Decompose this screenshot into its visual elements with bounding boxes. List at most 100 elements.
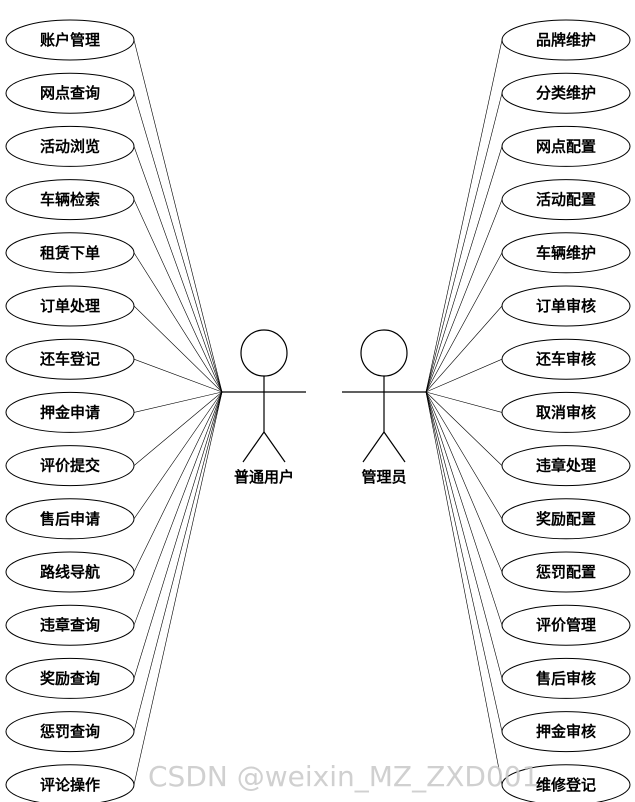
user-use-case-ellipse bbox=[5, 179, 135, 221]
user-use-case-label: 惩罚查询 bbox=[40, 723, 100, 741]
user-use-case-ellipse bbox=[5, 604, 135, 646]
user-use-case: 评价提交 bbox=[5, 445, 135, 487]
admin-association-line bbox=[425, 358, 503, 393]
user-use-case-ellipse bbox=[5, 72, 135, 114]
admin-use-case-label: 维修登记 bbox=[536, 776, 596, 794]
admin-association-line bbox=[425, 391, 503, 573]
admin-use-case: 违章处理 bbox=[501, 445, 631, 487]
admin-use-case-label: 奖励配置 bbox=[536, 510, 596, 528]
admin-association-line bbox=[425, 93, 503, 393]
admin-association-line bbox=[425, 305, 503, 393]
user-use-case: 订单处理 bbox=[5, 285, 135, 327]
admin-association-line bbox=[425, 391, 503, 466]
user-use-case-ellipse bbox=[5, 19, 135, 61]
user-use-case: 车辆检索 bbox=[5, 179, 135, 221]
user-use-case-label: 车辆检索 bbox=[40, 191, 100, 209]
user-use-case: 网点查询 bbox=[5, 72, 135, 114]
user-association-line bbox=[133, 391, 223, 413]
user-use-case-ellipse bbox=[5, 232, 135, 274]
user-use-case-label: 账户管理 bbox=[40, 31, 100, 49]
admin-use-case-label: 车辆维护 bbox=[536, 244, 596, 262]
user-use-case-label: 押金申请 bbox=[40, 403, 100, 421]
user-association-line bbox=[133, 391, 223, 466]
user-association-line bbox=[133, 391, 223, 626]
admin-use-case: 活动配置 bbox=[501, 179, 631, 221]
user-use-case: 路线导航 bbox=[5, 551, 135, 593]
user-association-line bbox=[133, 39, 223, 393]
admin-use-case-ellipse bbox=[501, 179, 631, 221]
user-use-case: 评论操作 bbox=[5, 764, 135, 802]
user-use-case: 活动浏览 bbox=[5, 125, 135, 167]
admin-use-case-ellipse bbox=[501, 551, 631, 593]
user-use-case: 售后申请 bbox=[5, 498, 135, 540]
admin-association-line bbox=[425, 252, 503, 393]
admin-use-case: 品牌维护 bbox=[501, 19, 631, 61]
admin-association-line bbox=[425, 391, 503, 413]
admin-use-case: 维修登记 bbox=[501, 764, 631, 802]
actor-admin-head bbox=[360, 329, 408, 377]
admin-use-case-ellipse bbox=[501, 72, 631, 114]
user-use-case-label: 还车登记 bbox=[39, 350, 100, 368]
admin-use-case-ellipse bbox=[501, 232, 631, 274]
admin-use-case-label: 品牌维护 bbox=[536, 31, 596, 49]
admin-use-case-ellipse bbox=[501, 285, 631, 327]
user-use-case: 违章查询 bbox=[5, 604, 135, 646]
admin-association-line bbox=[425, 391, 503, 519]
user-use-case-ellipse bbox=[5, 657, 135, 699]
user-use-case-ellipse bbox=[5, 764, 135, 802]
user-use-case-ellipse bbox=[5, 711, 135, 753]
user-use-case-ellipse bbox=[5, 338, 135, 380]
user-association-line bbox=[133, 391, 223, 679]
admin-use-case: 取消审核 bbox=[501, 391, 631, 433]
admin-use-case: 分类维护 bbox=[501, 72, 631, 114]
admin-use-case-ellipse bbox=[501, 711, 631, 753]
user-association-line bbox=[133, 391, 223, 573]
actor-user-right-leg bbox=[263, 431, 286, 463]
admin-use-case-label: 售后审核 bbox=[536, 669, 596, 687]
admin-association-line bbox=[425, 391, 503, 679]
admin-use-case-label: 惩罚配置 bbox=[536, 563, 596, 581]
admin-association-line bbox=[425, 199, 503, 393]
user-use-case-label: 路线导航 bbox=[40, 563, 100, 581]
actor-admin: 管理员 bbox=[342, 329, 426, 486]
admin-use-case-label: 活动配置 bbox=[536, 191, 596, 209]
admin-use-case: 还车审核 bbox=[501, 338, 631, 380]
admin-association-line bbox=[425, 39, 503, 393]
actor-admin-left-leg bbox=[362, 431, 385, 463]
admin-use-case-label: 网点配置 bbox=[536, 137, 596, 155]
user-association-line bbox=[133, 391, 223, 732]
admin-use-case-ellipse bbox=[501, 338, 631, 380]
admin-association-line bbox=[425, 391, 503, 785]
user-use-case-label: 订单处理 bbox=[40, 297, 100, 315]
admin-association-line bbox=[425, 391, 503, 626]
user-association-line bbox=[133, 199, 223, 393]
user-use-case: 账户管理 bbox=[5, 19, 135, 61]
admin-use-case: 网点配置 bbox=[501, 125, 631, 167]
admin-use-case-ellipse bbox=[501, 657, 631, 699]
watermark: CSDN @weixin_MZ_ZXD001 bbox=[148, 760, 539, 793]
user-association-line bbox=[133, 305, 223, 393]
admin-use-case: 订单审核 bbox=[501, 285, 631, 327]
user-use-case-ellipse bbox=[5, 551, 135, 593]
user-use-case: 惩罚查询 bbox=[5, 711, 135, 753]
admin-use-case-label: 订单审核 bbox=[536, 297, 596, 315]
user-use-case-label: 违章查询 bbox=[40, 616, 100, 634]
user-use-case-ellipse bbox=[5, 125, 135, 167]
user-association-line bbox=[133, 391, 223, 785]
admin-use-case: 奖励配置 bbox=[501, 498, 631, 540]
admin-use-case-label: 押金审核 bbox=[536, 723, 596, 741]
user-use-case-label: 评论操作 bbox=[40, 776, 100, 794]
admin-use-case: 押金审核 bbox=[501, 711, 631, 753]
user-use-case-label: 售后申请 bbox=[40, 510, 100, 528]
user-use-case-ellipse bbox=[5, 498, 135, 540]
actor-user-left-leg bbox=[242, 431, 265, 463]
admin-association-line bbox=[425, 391, 503, 732]
admin-use-case: 售后审核 bbox=[501, 657, 631, 699]
association-lines bbox=[133, 39, 503, 785]
user-use-case-label: 租赁下单 bbox=[40, 244, 100, 262]
user-use-case: 还车登记 bbox=[5, 338, 135, 380]
admin-use-case-ellipse bbox=[501, 19, 631, 61]
user-use-case-label: 奖励查询 bbox=[40, 669, 100, 687]
admin-use-case-column: 品牌维护分类维护网点配置活动配置车辆维护订单审核还车审核取消审核违章处理奖励配置… bbox=[501, 19, 631, 802]
